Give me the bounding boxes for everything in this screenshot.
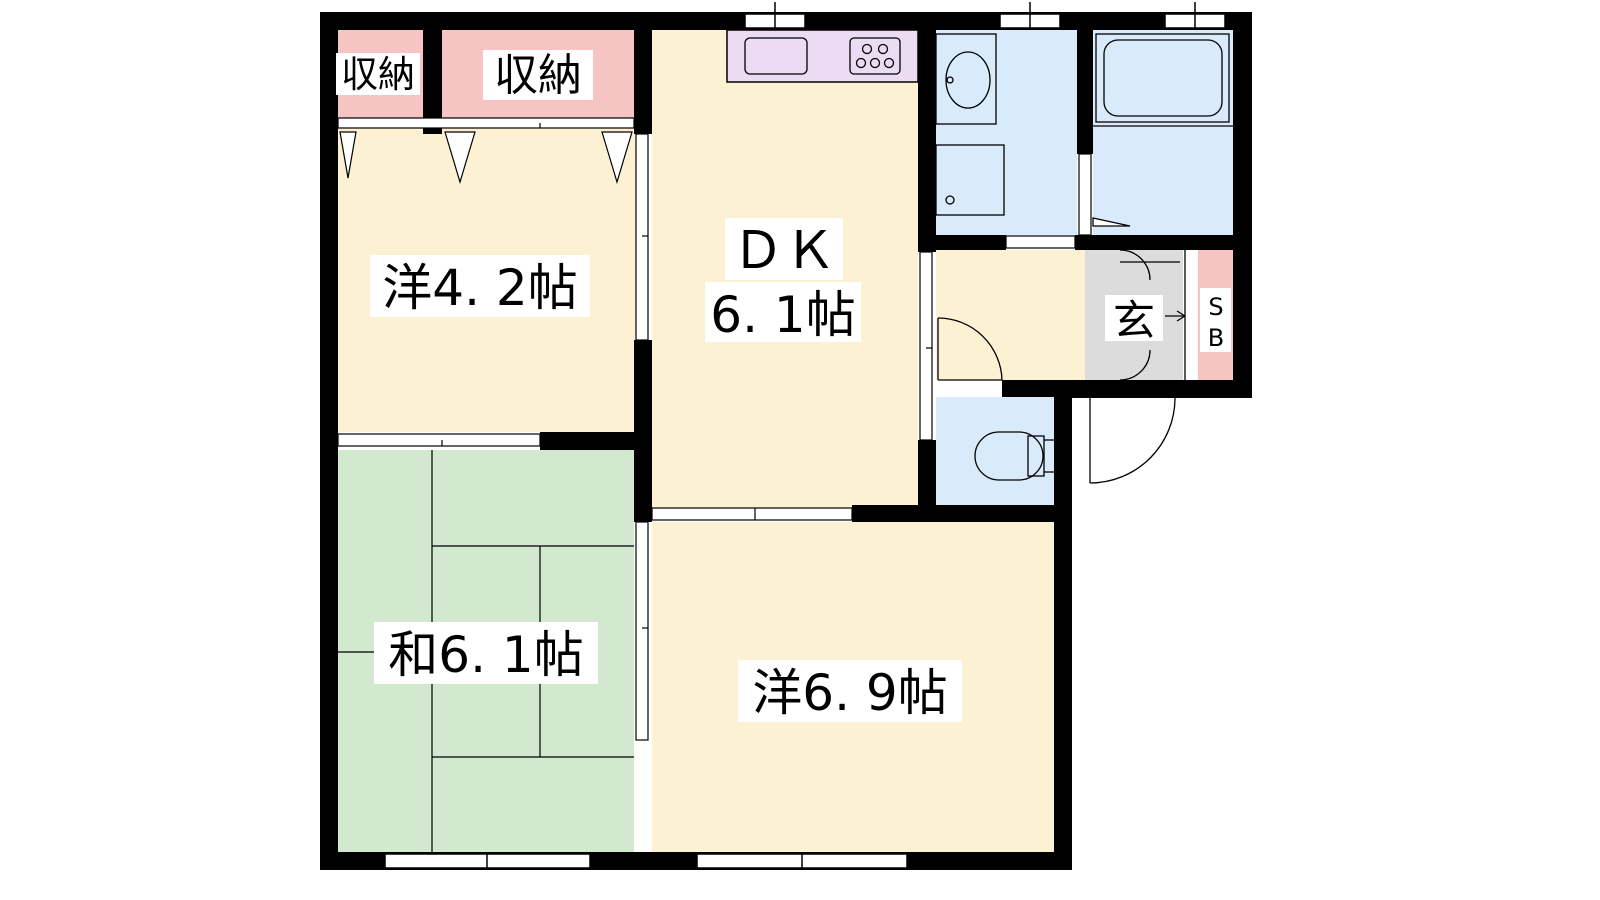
- western-room-1-label: 洋4. 2帖: [382, 259, 577, 317]
- dining-kitchen-label: ＤＫ: [732, 221, 836, 281]
- storage-small-label: 収納: [341, 53, 415, 96]
- japanese-room-label: 和6. 1帖: [388, 626, 583, 684]
- hallway-area: [936, 250, 1085, 380]
- shoe-box-label-b: B: [1208, 324, 1224, 352]
- window-mullions: [486, 2, 1196, 870]
- toilet-icon: [974, 431, 1054, 481]
- kitchen-counter: [726, 29, 919, 83]
- bathtub-icon: [1092, 33, 1233, 227]
- washbasin-icon: [935, 33, 997, 125]
- stove-icon: [849, 37, 901, 75]
- sliding-doors: [337, 117, 1092, 741]
- room-labels: 収納 収納 洋4. 2帖 ＤＫ 6. 1帖 和6. 1帖 洋6. 9帖 玄 S …: [336, 50, 1231, 722]
- washroom-fixtures: [935, 33, 1005, 216]
- sink-icon: [744, 37, 808, 75]
- closet-door-symbols: [339, 131, 633, 185]
- storage-large-label: 収納: [494, 50, 582, 101]
- entrance-label: 玄: [1113, 296, 1155, 345]
- kitchen-fixtures: [744, 37, 901, 75]
- washing-machine-icon: [935, 144, 1005, 216]
- bathroom-area: [1093, 30, 1233, 235]
- toilet-area: [936, 397, 1054, 505]
- washroom-area: [936, 30, 1077, 235]
- western-room-2-label: 洋6. 9帖: [752, 664, 947, 722]
- sliding-door-lines: [441, 123, 932, 629]
- dining-kitchen-size-label: 6. 1帖: [710, 286, 855, 344]
- swing-doors: [937, 249, 1186, 484]
- shoe-box-label-s: S: [1208, 293, 1223, 321]
